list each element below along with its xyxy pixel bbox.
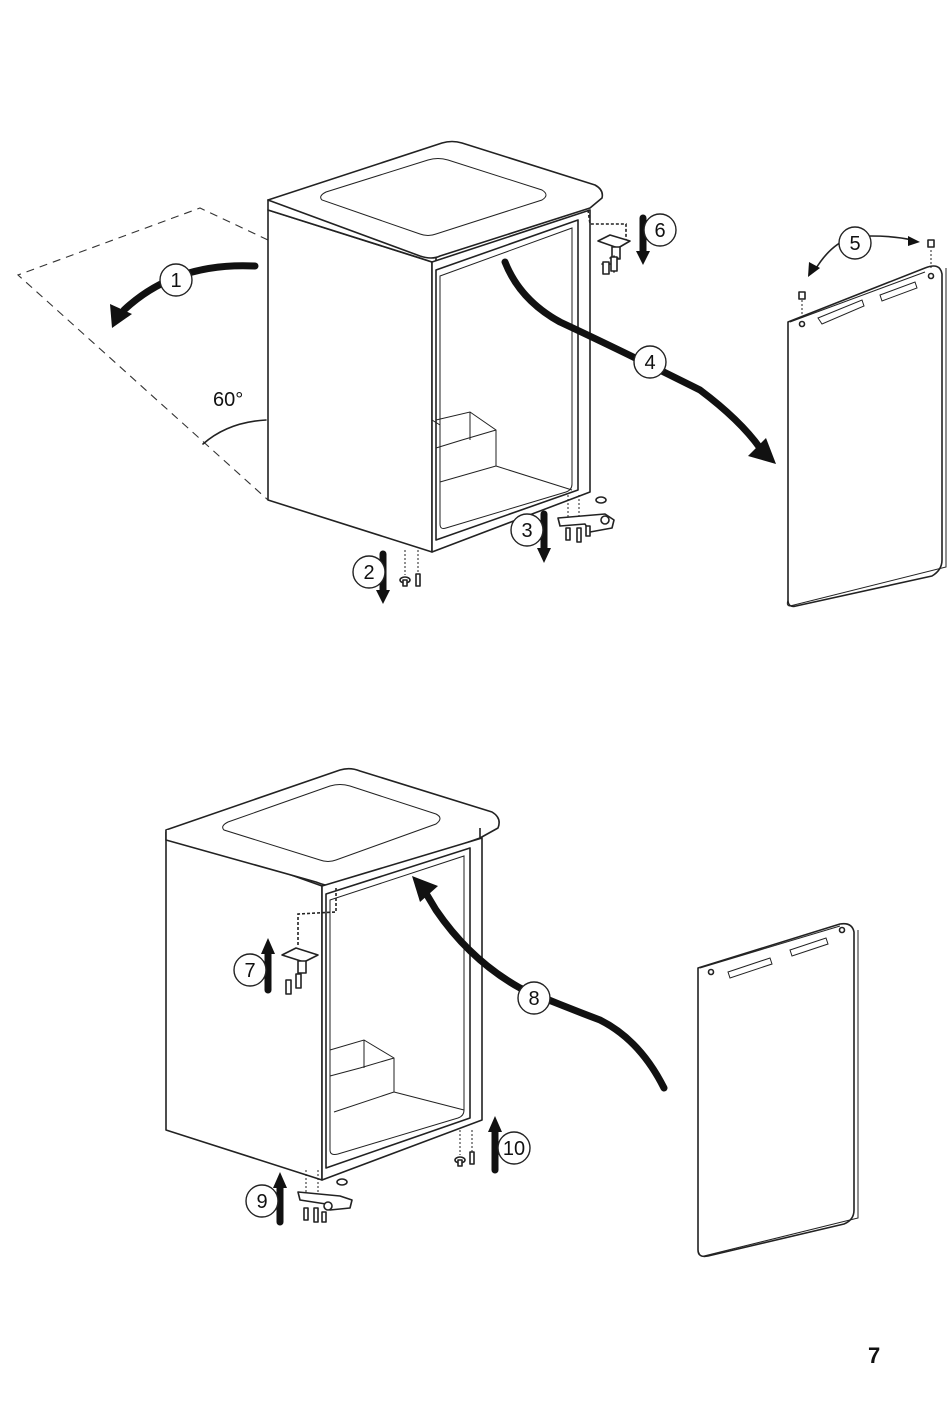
step-10-label: 10 <box>503 1138 525 1160</box>
step-4-label: 4 <box>644 352 655 374</box>
fridge-cabinet-top <box>268 142 602 553</box>
step-7-label: 7 <box>244 960 255 982</box>
step-3-callout: 3 <box>511 514 543 546</box>
bottom-screws-left <box>400 550 420 586</box>
angle-arc <box>203 420 266 444</box>
step-9-callout: 9 <box>246 1185 278 1217</box>
door-swing-outline <box>18 208 268 500</box>
angle-label: 60° <box>213 389 243 411</box>
step-2-label: 2 <box>363 562 374 584</box>
step-10-callout: 10 <box>498 1132 530 1164</box>
step-1-callout: 1 <box>160 264 192 296</box>
step-9-label: 9 <box>256 1191 267 1213</box>
step-8-label: 8 <box>528 988 539 1010</box>
top-figure: 60° <box>18 142 946 607</box>
bottom-figure: 7 8 9 10 <box>166 769 858 1257</box>
step-5-label: 5 <box>849 233 860 255</box>
step-1-label: 1 <box>170 270 181 292</box>
step-6-label: 6 <box>654 220 665 242</box>
top-hinge-bracket <box>588 210 630 274</box>
step-7-callout: 7 <box>234 954 266 986</box>
step-5-callout: 5 <box>839 227 871 259</box>
removed-door <box>787 240 946 606</box>
step-3-label: 3 <box>521 520 532 542</box>
fridge-cabinet-bottom <box>166 769 499 1180</box>
step-2-callout: 2 <box>353 556 385 588</box>
bottom-hinge-bracket <box>558 495 614 542</box>
page-number: 7 <box>868 1343 880 1369</box>
bottom-screws-right <box>455 1130 474 1166</box>
relocated-door <box>698 924 858 1257</box>
step-6-callout: 6 <box>644 214 676 246</box>
step-8-callout: 8 <box>518 982 550 1014</box>
step-4-callout: 4 <box>634 346 666 378</box>
